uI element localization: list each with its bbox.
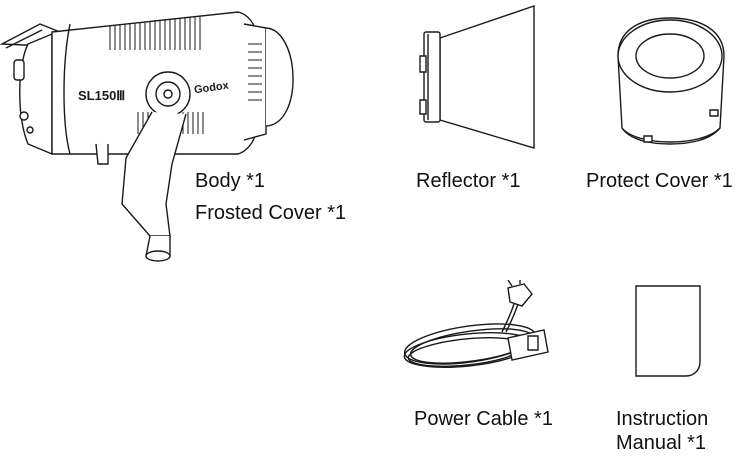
manual-label-line1: Instruction: [616, 408, 709, 430]
frosted-cover-label: Frosted Cover *1: [195, 202, 347, 224]
reflector-icon: [410, 4, 540, 154]
manual-label-line2: Manual *1: [616, 432, 707, 454]
manual-icon: [634, 284, 704, 380]
body-label: Body *1: [195, 170, 266, 192]
power-cable-label: Power Cable *1: [414, 408, 553, 430]
protect-cover-icon: [600, 10, 740, 150]
reflector-label: Reflector *1: [416, 170, 521, 192]
led-light-body-icon: SL150Ⅲ Godox: [0, 4, 300, 266]
model-text: SL150Ⅲ: [78, 88, 126, 103]
protect-cover-label: Protect Cover *1: [586, 170, 733, 192]
power-cable-icon: [398, 280, 558, 392]
